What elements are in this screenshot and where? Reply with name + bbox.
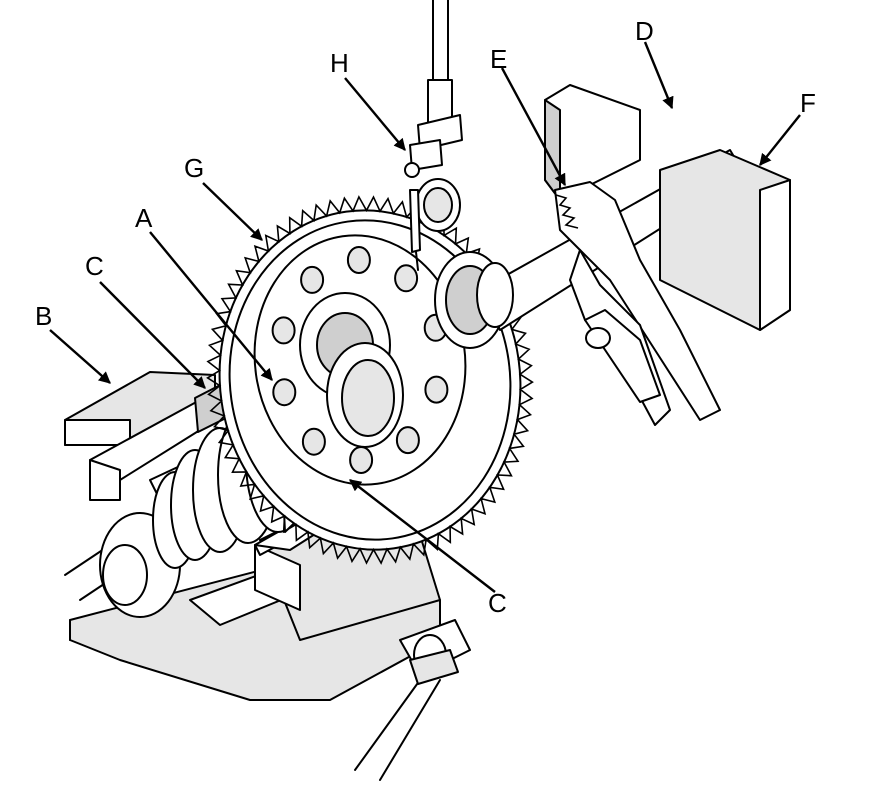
callout-label-G: G bbox=[184, 153, 204, 183]
callout-label-C-upper: C bbox=[85, 251, 104, 281]
leader-F bbox=[500, 67, 567, 187]
leader-C2 bbox=[349, 479, 496, 593]
dial-indicator bbox=[404, 0, 463, 271]
bolt-head bbox=[272, 378, 297, 407]
bolt-head bbox=[424, 375, 449, 404]
leader-E bbox=[759, 114, 801, 166]
leader-G bbox=[202, 182, 263, 241]
leader-B bbox=[49, 329, 111, 384]
callout-label-A: A bbox=[135, 203, 153, 233]
leader-C1 bbox=[99, 281, 206, 389]
leader-H bbox=[344, 77, 406, 151]
callout-label-E: F bbox=[800, 88, 816, 118]
callout-label-F: E bbox=[490, 44, 507, 74]
callout-label-C-lower: C bbox=[488, 588, 507, 618]
callout-label-H: H bbox=[330, 48, 349, 78]
leader-D bbox=[643, 41, 674, 110]
ring-gear-bolts bbox=[271, 246, 449, 474]
callout-labels: H G A C B C E D F bbox=[35, 16, 816, 618]
adjustable-wrench bbox=[554, 181, 721, 426]
bolt-head bbox=[271, 316, 296, 345]
callout-label-B: B bbox=[35, 301, 52, 331]
bolt-head bbox=[394, 264, 419, 293]
bolt-head bbox=[395, 426, 420, 455]
bolt-head bbox=[301, 427, 326, 456]
callout-label-D: D bbox=[635, 16, 654, 46]
callout-leaders bbox=[49, 41, 801, 593]
bolt-head bbox=[300, 265, 325, 294]
soft-jaw-block-E bbox=[544, 84, 791, 331]
bolt-head bbox=[346, 246, 371, 274]
bolt-head bbox=[349, 446, 374, 474]
vise-jaw-left bbox=[64, 371, 233, 501]
leader-A bbox=[149, 231, 273, 381]
